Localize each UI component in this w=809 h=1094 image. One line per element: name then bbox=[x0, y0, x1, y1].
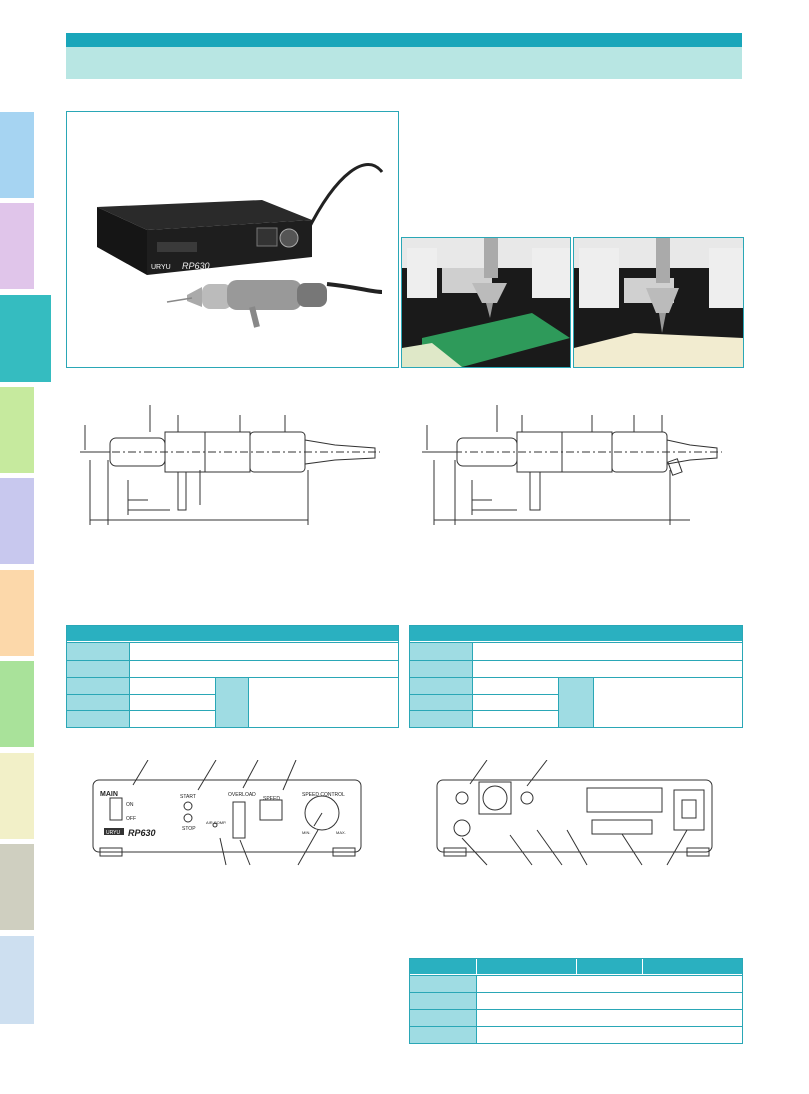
side-tab-9[interactable] bbox=[0, 844, 34, 930]
side-tab-10[interactable] bbox=[0, 936, 34, 1024]
overload-label: OVERLOAD bbox=[228, 792, 256, 798]
header-band bbox=[66, 47, 742, 79]
table-header-row bbox=[410, 626, 742, 641]
side-tab-1[interactable] bbox=[0, 112, 34, 198]
speed-control-label: SPEED CONTROL bbox=[302, 792, 345, 798]
front-panel-drawing: MAIN ON OFF START STOP OVERLOAD AIR COMP… bbox=[92, 760, 362, 866]
table-merged-label bbox=[558, 678, 594, 727]
header-bar bbox=[66, 33, 742, 47]
side-tab-8[interactable] bbox=[0, 753, 34, 839]
product-photo: URYU RP630 bbox=[97, 163, 384, 328]
table-header-row bbox=[67, 626, 398, 641]
product-logo-text: URYU bbox=[151, 264, 171, 271]
application-photo-1 bbox=[401, 237, 571, 368]
panel-model: RP630 bbox=[128, 828, 156, 838]
on-label: ON bbox=[126, 802, 134, 808]
air-comp-label: AIR COMP. bbox=[206, 820, 226, 825]
side-tab-4[interactable] bbox=[0, 387, 34, 473]
stop-label: STOP bbox=[182, 826, 196, 832]
application-photo-2 bbox=[573, 237, 744, 368]
max-label: MAX. bbox=[336, 830, 346, 835]
side-tab-6[interactable] bbox=[0, 570, 34, 656]
side-tab-7[interactable] bbox=[0, 661, 34, 747]
table-merged-label bbox=[215, 678, 249, 727]
dimension-drawing-left bbox=[80, 405, 380, 525]
spec-table-right bbox=[409, 625, 743, 728]
off-label: OFF bbox=[126, 816, 136, 822]
spec-table-left bbox=[66, 625, 399, 728]
speed-label: SPEED bbox=[263, 796, 280, 802]
main-label: MAIN bbox=[100, 791, 118, 798]
side-tab-5[interactable] bbox=[0, 478, 34, 564]
accessory-table bbox=[409, 958, 743, 1044]
dimension-drawing-right bbox=[422, 405, 722, 525]
rear-panel-drawing bbox=[436, 760, 713, 866]
side-tab-3-active[interactable] bbox=[0, 295, 51, 382]
panel-logo: URYU bbox=[106, 830, 120, 836]
min-label: MIN. bbox=[302, 830, 310, 835]
start-label: START bbox=[180, 794, 196, 800]
product-model-text: RP630 bbox=[182, 261, 210, 271]
table-label-col bbox=[67, 642, 129, 727]
side-tab-2[interactable] bbox=[0, 203, 34, 289]
product-photo-frame: URYU RP630 bbox=[66, 111, 399, 368]
table-label-col bbox=[410, 642, 472, 727]
